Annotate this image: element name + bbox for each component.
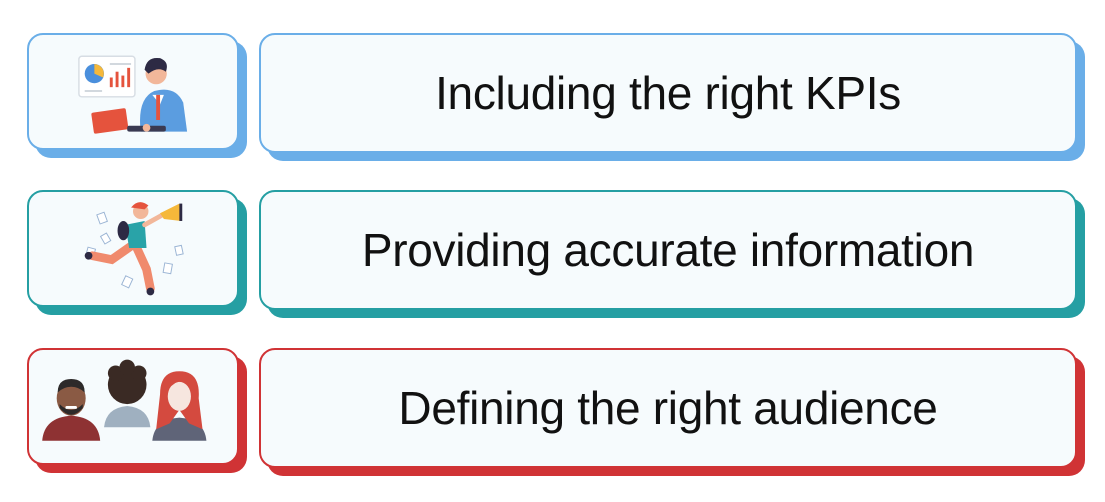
audience-illustration-card [27,348,239,465]
row-kpis: Including the right KPIs [0,30,1105,170]
information-label: Providing accurate information [361,224,975,276]
kpi-text-card: Including the right KPIs [259,33,1077,153]
audience-label: Defining the right audience [398,382,938,434]
row-audience: Defining the right audience [0,345,1105,485]
audience-text-card: Defining the right audience [259,348,1077,468]
row-accurate-information: Providing accurate information [0,187,1105,327]
kpi-illustration-card [27,33,239,150]
person-with-megaphone-icon [84,202,184,296]
audience-avatars-icon [42,359,207,441]
kpi-label: Including the right KPIs [435,67,901,119]
analyst-with-dashboard-icon [78,55,188,134]
information-text-card: Providing accurate information [259,190,1077,310]
information-illustration-card [27,190,239,307]
